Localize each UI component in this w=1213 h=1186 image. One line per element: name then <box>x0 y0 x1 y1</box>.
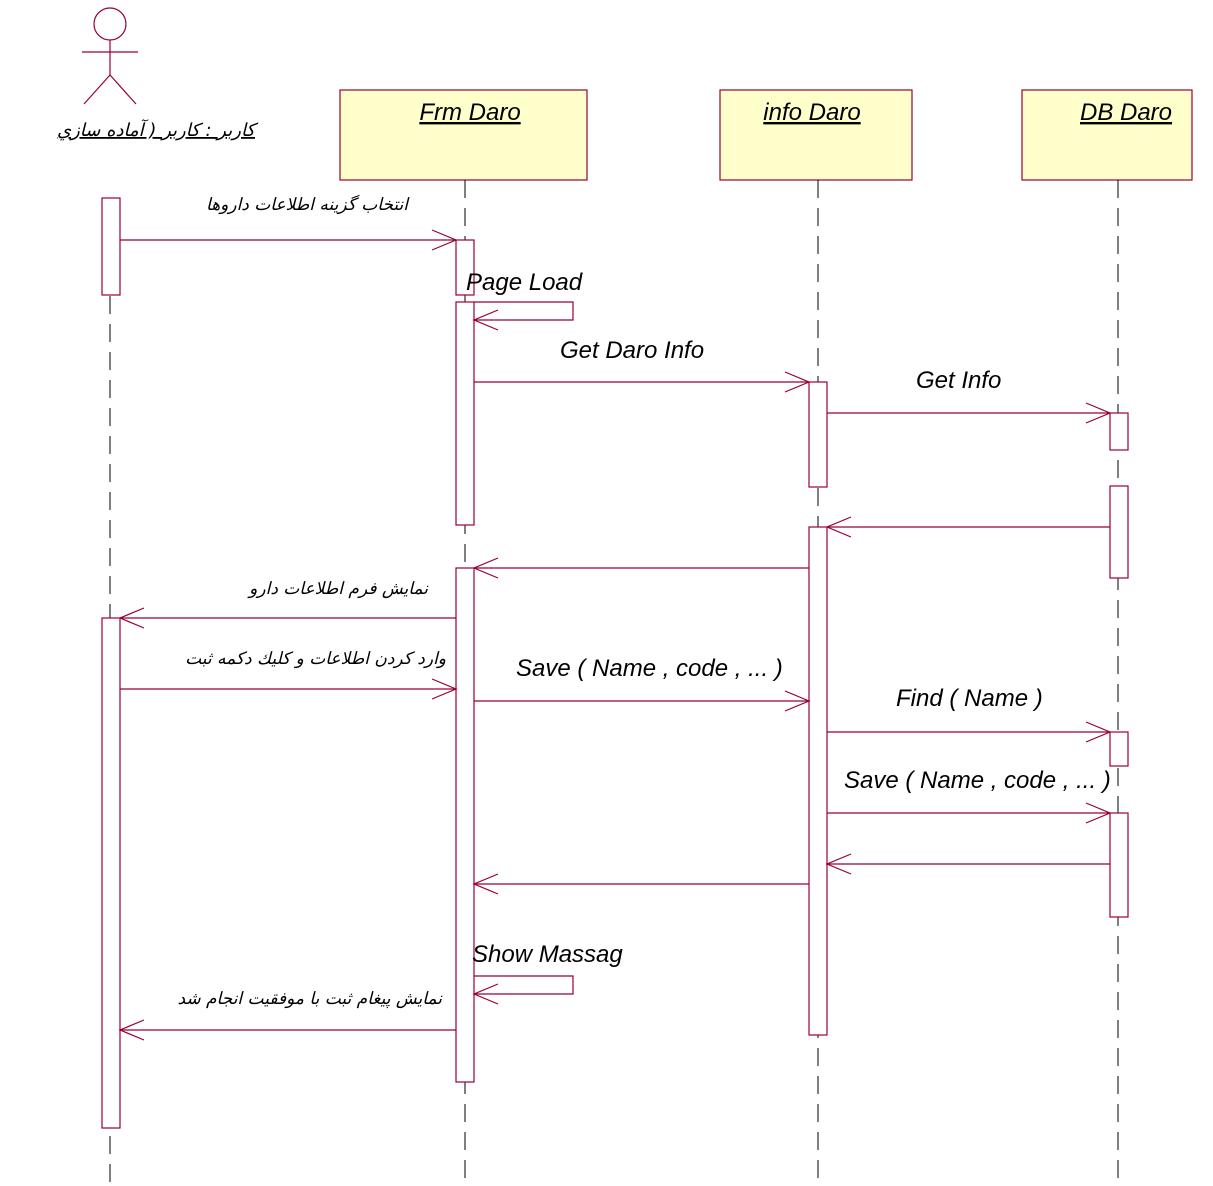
object-frm-daro-name: Frm Daro <box>419 99 520 126</box>
message-7 <box>474 690 811 712</box>
message-5-label: نمايش فرم اطلاعات دارو <box>247 579 429 599</box>
return-info-to-frm <box>472 557 809 579</box>
message-1-label: انتخاب گزينه اطلاعات داروها <box>206 194 410 215</box>
message-6-label: وارد كردن اطلاعات و كليك دكمه ثبت <box>185 649 446 669</box>
message-3-label: Get Daro Info <box>560 337 704 364</box>
object-db-daro-name: DB Daro <box>1080 99 1172 126</box>
message-2-label: Page Load <box>466 269 583 296</box>
activations <box>101 197 1129 1129</box>
message-2 <box>472 301 574 331</box>
return-info-to-frm-2 <box>472 873 809 895</box>
object-db-daro <box>1021 89 1193 181</box>
message-9 <box>827 802 1112 824</box>
object-frm-daro <box>339 89 588 181</box>
message-4-label: Get Info <box>916 367 1001 394</box>
message-8-label: Find ( Name ) <box>896 685 1043 712</box>
return-db-to-info <box>825 516 1110 538</box>
message-11 <box>118 1019 456 1041</box>
message-11-label: نمايش پيغام ثبت با موفقيت انجام شد <box>177 989 443 1009</box>
object-info-daro <box>719 89 913 181</box>
return-db-to-info-2 <box>825 853 1110 875</box>
message-3 <box>474 371 811 393</box>
message-8 <box>827 721 1112 743</box>
actor-figure <box>82 7 138 105</box>
message-1 <box>120 229 458 251</box>
message-6 <box>120 678 458 700</box>
object-info-daro-name: info Daro <box>763 99 860 126</box>
message-4 <box>827 402 1112 424</box>
actor-name: کاربر : کاربر ( آماده سازي <box>57 119 258 141</box>
message-9-label: Save ( Name , code , ... ) <box>844 767 1111 794</box>
message-10-label: Show Massag <box>472 941 623 968</box>
message-10 <box>472 975 574 1005</box>
message-7-label: Save ( Name , code , ... ) <box>516 655 783 682</box>
message-5 <box>118 607 456 629</box>
